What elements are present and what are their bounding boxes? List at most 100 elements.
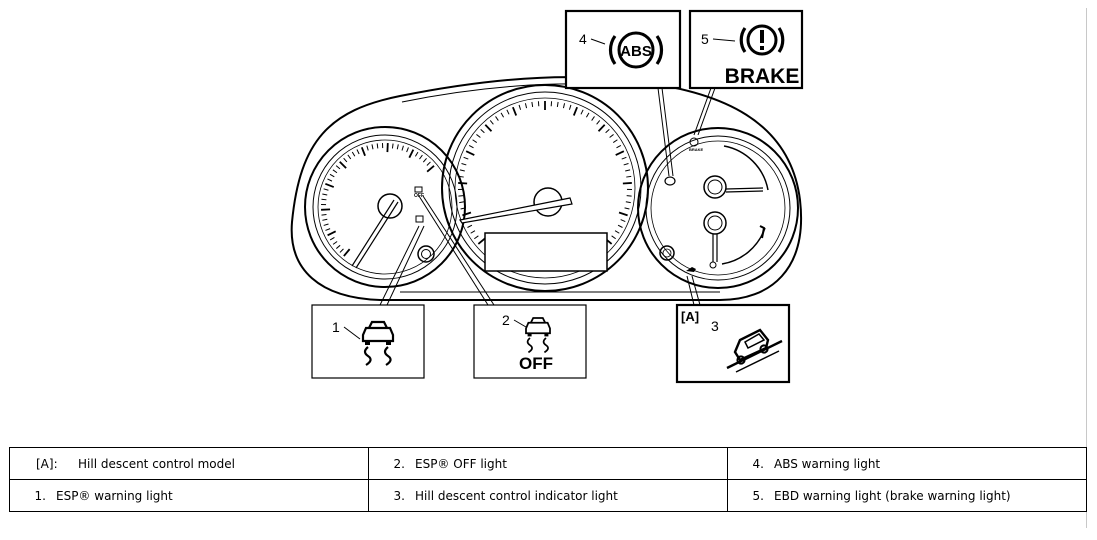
callout-hill-descent: [A] 3 <box>675 303 791 384</box>
gauge-tick <box>531 101 534 108</box>
gauge-tick <box>458 175 464 178</box>
gauge-tick <box>321 198 327 201</box>
callout-esp-off: 2 OFF <box>473 304 587 379</box>
gauge-tick <box>360 147 366 157</box>
gauge-tick <box>325 182 335 188</box>
legend-label: ESP® OFF light <box>415 456 507 471</box>
gauge-tick <box>625 169 631 172</box>
gauge-tick <box>615 150 625 156</box>
gauge-tick <box>470 230 476 234</box>
gauge-tick <box>620 219 626 222</box>
hill-descent-icon <box>726 328 783 373</box>
gauge-tick <box>327 178 333 182</box>
gauge-tick <box>562 103 566 109</box>
legend-key: 5. <box>752 488 764 503</box>
legend-key: 1. <box>34 488 46 503</box>
gauge-tick <box>612 139 618 143</box>
legend-cell: 2. ESP® OFF light <box>368 447 728 480</box>
gauge-tick <box>460 207 466 210</box>
gauge-tick <box>596 120 601 125</box>
gauge-tick <box>465 150 475 156</box>
gauge-tick <box>422 158 427 163</box>
legend-label: Hill descent control indicator light <box>415 488 618 503</box>
svg-text:BRAKE: BRAKE <box>689 147 704 152</box>
callout-4-number: 4 <box>579 31 587 47</box>
gauge-tick <box>366 145 369 151</box>
gauge-tick <box>625 201 631 204</box>
hill-descent-model-tag: [A] <box>681 309 699 324</box>
gauge-tick <box>518 104 522 110</box>
gauge-tick <box>623 163 629 166</box>
gauge-tick <box>463 156 469 160</box>
legend-key: 4. <box>752 456 764 471</box>
callout-esp-warning: 1 <box>311 304 425 379</box>
gauge-tick <box>459 201 465 204</box>
legend-label: EBD warning light (brake warning light) <box>774 488 1011 503</box>
gauge-tick <box>568 104 572 110</box>
gauge-tick <box>585 112 590 118</box>
gauge-tick <box>626 175 632 178</box>
gauge-tick <box>419 154 423 160</box>
gauge-tick <box>401 145 404 151</box>
gauge-tick <box>332 169 338 174</box>
gauge-tick <box>624 207 630 210</box>
gauge-tick <box>325 228 331 231</box>
speedometer-gauge <box>441 84 649 292</box>
gauge-tick <box>500 112 505 118</box>
page-border-line <box>1086 8 1087 528</box>
gauge-tick <box>347 154 352 160</box>
leader-lines <box>379 87 716 306</box>
gauge-tick <box>343 248 351 257</box>
legend-cell: [A]:Hill descent control model <box>9 447 369 480</box>
gauge-tick <box>462 211 472 217</box>
gauge-tick <box>461 163 467 166</box>
gauge-tick <box>396 144 399 150</box>
gauge-tick <box>591 116 595 121</box>
gauge-tick <box>614 230 620 234</box>
gauge-tick <box>556 101 559 108</box>
gauge-tick <box>477 237 486 245</box>
gauge-tick <box>611 235 616 240</box>
gauge-tick <box>321 213 327 216</box>
gauge-tick <box>467 224 473 228</box>
legend-table: [A]:Hill descent control model 2. ESP® OF… <box>9 447 1087 512</box>
gauge-tick <box>426 165 435 173</box>
legend-cell: 3. Hill descent control indicator light <box>368 479 728 512</box>
tachometer-gauge: OFF <box>304 126 466 288</box>
abs-warning-icon: ABS <box>608 31 664 69</box>
gauge-tick <box>512 106 518 116</box>
legend-cell: 1. ESP® warning light <box>9 479 369 512</box>
gauge-tick <box>621 156 627 160</box>
gauge-tick <box>323 223 329 226</box>
gauge-tick <box>609 134 614 138</box>
gauge-tick <box>597 124 606 132</box>
legend-key: 2. <box>393 456 405 471</box>
gauge-tick <box>468 144 474 149</box>
legend-label: ESP® warning light <box>56 488 173 503</box>
legend-key: 3. <box>393 488 405 503</box>
legend-row: 1. ESP® warning light 3. Hill descent cont… <box>9 479 1087 512</box>
gauge-tick <box>408 149 415 159</box>
gauge-tick <box>351 151 356 157</box>
gauge-tick <box>622 182 632 185</box>
gauge-tick <box>616 144 622 149</box>
gauge-tick <box>484 124 493 132</box>
gauge-tick <box>371 144 374 150</box>
gauge-tick <box>605 129 610 134</box>
brake-text: BRAKE <box>725 65 800 88</box>
gauge-tick <box>474 235 479 240</box>
callout-1-number: 1 <box>332 319 340 335</box>
gauge-tick <box>414 151 419 157</box>
gauge-tick <box>580 109 584 115</box>
gauge-tick <box>489 120 494 125</box>
gauge-tick <box>406 147 409 153</box>
gauge-tick <box>339 248 344 253</box>
instrument-cluster-diagram: OFF BRAKE <box>290 9 804 384</box>
gauge-tick <box>480 129 485 134</box>
gauge-tick <box>617 224 623 228</box>
legend-label: ABS warning light <box>774 456 881 471</box>
gauge-tick <box>506 109 510 115</box>
gauge-tick <box>376 143 379 149</box>
gauge-tick <box>618 211 628 217</box>
gauge-tick <box>329 236 335 241</box>
